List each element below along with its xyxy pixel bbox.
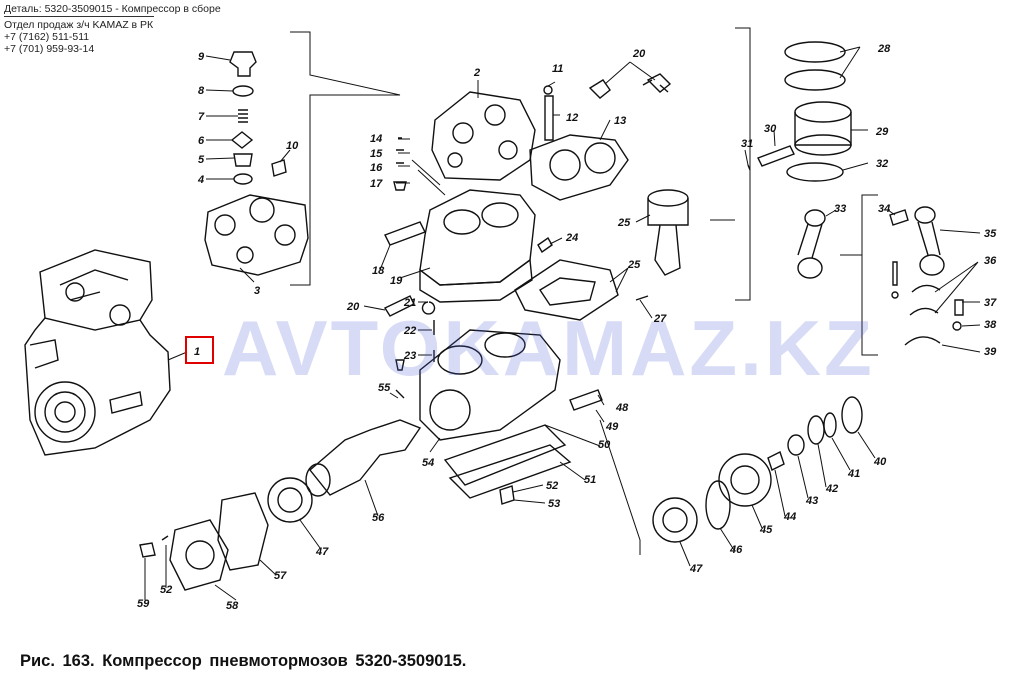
label-29: 29 bbox=[875, 126, 889, 138]
label-25-rod: 25 bbox=[617, 217, 631, 229]
label-49: 49 bbox=[605, 421, 619, 433]
bearing-47-left bbox=[267, 477, 313, 523]
label-38: 38 bbox=[984, 319, 997, 331]
cylinder-head-2 bbox=[431, 91, 536, 181]
label-57: 57 bbox=[274, 570, 287, 582]
label-20-mid: 20 bbox=[346, 301, 360, 313]
label-7: 7 bbox=[198, 111, 205, 123]
connecting-rod-33 bbox=[797, 209, 826, 279]
label-39: 39 bbox=[984, 346, 997, 358]
label-12: 12 bbox=[566, 112, 578, 124]
label-30: 30 bbox=[764, 123, 777, 135]
label-35: 35 bbox=[984, 228, 997, 240]
label-45: 45 bbox=[759, 524, 773, 536]
plate-25 bbox=[514, 259, 619, 321]
label-50: 50 bbox=[598, 439, 611, 451]
label-53: 53 bbox=[548, 498, 560, 510]
label-8: 8 bbox=[198, 85, 205, 97]
label-43: 43 bbox=[805, 495, 818, 507]
label-6: 6 bbox=[198, 135, 205, 147]
crankcase-54 bbox=[419, 329, 561, 441]
label-36: 36 bbox=[984, 255, 997, 267]
label-27: 27 bbox=[653, 313, 667, 325]
valve-parts bbox=[229, 51, 287, 185]
seller-name: Отдел продаж з/ч KAMAZ в РК bbox=[4, 19, 154, 31]
label-46: 46 bbox=[729, 544, 743, 556]
label-58: 58 bbox=[226, 600, 239, 612]
selected-part-highlight[interactable] bbox=[185, 336, 214, 364]
label-56: 56 bbox=[372, 512, 385, 524]
label-19: 19 bbox=[390, 275, 403, 287]
label-44: 44 bbox=[783, 511, 796, 523]
label-33: 33 bbox=[834, 203, 846, 215]
label-47-left: 47 bbox=[315, 546, 329, 558]
label-41: 41 bbox=[847, 468, 860, 480]
phone-2: +7 (701) 959-93-14 bbox=[4, 43, 95, 55]
header-divider bbox=[4, 16, 154, 17]
label-51: 51 bbox=[584, 474, 596, 486]
label-15: 15 bbox=[370, 148, 383, 160]
label-3: 3 bbox=[254, 285, 260, 297]
detail-title: Деталь: 5320-3509015 - Компрессор в сбор… bbox=[4, 3, 221, 15]
piston-29 bbox=[794, 101, 852, 156]
label-2: 2 bbox=[473, 67, 480, 79]
label-4: 4 bbox=[197, 174, 204, 186]
label-9: 9 bbox=[198, 51, 205, 63]
label-37: 37 bbox=[984, 297, 997, 309]
connecting-rod-35 bbox=[914, 206, 945, 276]
label-13: 13 bbox=[614, 115, 626, 127]
label-22: 22 bbox=[403, 325, 416, 337]
label-14: 14 bbox=[370, 133, 382, 145]
gear-45 bbox=[718, 453, 772, 507]
label-24: 24 bbox=[565, 232, 578, 244]
label-48: 48 bbox=[615, 402, 629, 414]
label-10: 10 bbox=[286, 140, 299, 152]
piston-rod-25 bbox=[647, 189, 689, 276]
page-header: Деталь: 5320-3509015 - Компрессор в сбор… bbox=[4, 3, 221, 55]
label-59: 59 bbox=[137, 598, 150, 610]
phone-1: +7 (7162) 511-511 bbox=[4, 31, 90, 43]
bearing-47-right bbox=[652, 497, 698, 543]
leader-lines bbox=[144, 46, 981, 601]
label-18: 18 bbox=[372, 265, 385, 277]
crankshaft-56 bbox=[305, 419, 422, 497]
label-34: 34 bbox=[878, 203, 890, 215]
label-47-right: 47 bbox=[689, 563, 703, 575]
label-25-plate: 25 bbox=[627, 259, 641, 271]
label-40: 40 bbox=[873, 456, 887, 468]
gasket-13 bbox=[529, 134, 629, 201]
label-28: 28 bbox=[877, 43, 891, 55]
part-labels: 1 2 3 4 5 6 7 8 9 10 11 12 13 14 15 16 1… bbox=[137, 43, 997, 612]
label-23: 23 bbox=[403, 350, 416, 362]
cylinder-block-19 bbox=[419, 189, 536, 303]
label-17: 17 bbox=[370, 178, 383, 190]
label-52-right: 52 bbox=[546, 480, 558, 492]
label-52-left: 52 bbox=[160, 584, 172, 596]
label-20-top: 20 bbox=[632, 48, 646, 60]
label-5: 5 bbox=[198, 154, 205, 166]
figure-caption: Рис. 163. Компрессор пневмотормозов 5320… bbox=[20, 652, 467, 670]
watermark: AVTOKAMAZ.KZ bbox=[222, 304, 875, 392]
label-54: 54 bbox=[422, 457, 434, 469]
label-32: 32 bbox=[876, 158, 888, 170]
compressor-assembly bbox=[24, 249, 171, 456]
label-1: 1 bbox=[194, 346, 200, 358]
label-11: 11 bbox=[552, 63, 563, 75]
label-42: 42 bbox=[825, 483, 838, 495]
cylinder-head-3 bbox=[204, 194, 309, 276]
label-31: 31 bbox=[741, 138, 753, 150]
label-21: 21 bbox=[403, 297, 416, 309]
label-16: 16 bbox=[370, 162, 383, 174]
label-55: 55 bbox=[378, 382, 391, 394]
